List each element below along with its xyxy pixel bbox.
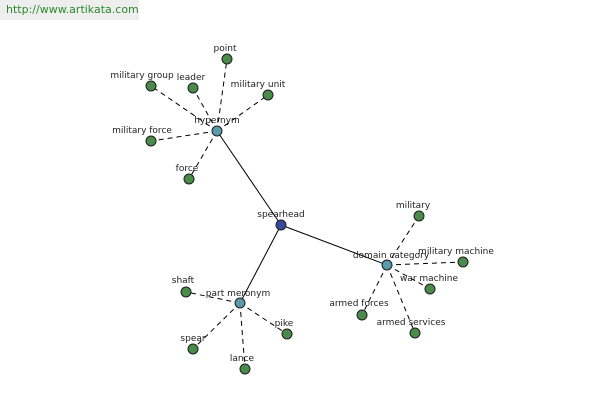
node-pike[interactable] (281, 328, 293, 340)
node-military-unit[interactable] (262, 89, 274, 101)
edge-hypernym-force (188, 130, 218, 180)
node-part-meronym-label: part meronym (206, 289, 270, 299)
node-force-label: force (176, 164, 199, 174)
node-military-machine-label: military machine (418, 247, 494, 257)
node-leader[interactable] (187, 82, 199, 94)
node-pike-label: pike (275, 319, 294, 329)
node-armed-forces[interactable] (356, 309, 368, 321)
node-point-label: point (214, 44, 237, 54)
node-part-meronym[interactable] (234, 297, 246, 309)
node-spearhead-label: spearhead (257, 210, 304, 220)
node-armed-services[interactable] (409, 327, 421, 339)
node-military[interactable] (413, 210, 425, 222)
edge-domain-category-military (386, 215, 420, 266)
node-hypernym-label: hypernym (194, 116, 240, 126)
edge-part-meronym-shaft (185, 291, 241, 304)
node-lance-label: lance (230, 354, 255, 364)
node-armed-services-label: armed services (377, 318, 446, 328)
edge-spearhead-hypernym (216, 130, 282, 226)
watermark-url: http://www.artikata.com (0, 0, 139, 20)
edge-domain-category-military-machine (386, 261, 464, 266)
node-shaft[interactable] (180, 286, 192, 298)
node-force[interactable] (183, 173, 195, 185)
node-military-label: military (396, 201, 431, 211)
edge-hypernym-military-group (150, 85, 218, 132)
graph-edges (150, 58, 464, 370)
node-domain-category-label: domain category (353, 251, 430, 261)
graph-nodes (145, 53, 469, 375)
node-war-machine-label: war machine (400, 274, 459, 284)
node-military-group[interactable] (145, 80, 157, 92)
node-armed-forces-label: armed forces (329, 299, 389, 309)
node-lance[interactable] (239, 363, 251, 375)
node-military-machine[interactable] (457, 256, 469, 268)
edge-domain-category-armed-services (386, 264, 416, 334)
edge-spearhead-domain-category (280, 224, 388, 266)
node-spear[interactable] (187, 343, 199, 355)
node-military-group-label: military group (110, 71, 174, 81)
edge-domain-category-armed-forces (361, 264, 388, 316)
node-hypernym[interactable] (211, 125, 223, 137)
node-spearhead[interactable] (275, 219, 287, 231)
edge-part-meronym-pike (239, 302, 288, 335)
edge-part-meronym-lance (239, 302, 246, 370)
edge-part-meronym-spear (192, 302, 241, 350)
edge-spearhead-part-meronym (239, 224, 282, 304)
edge-hypernym-military-force (150, 130, 218, 142)
edge-hypernym-point (216, 58, 228, 132)
node-war-machine[interactable] (424, 283, 436, 295)
node-military-force-label: military force (112, 126, 172, 136)
node-shaft-label: shaft (172, 276, 195, 286)
node-point[interactable] (221, 53, 233, 65)
node-leader-label: leader (177, 73, 206, 83)
node-domain-category[interactable] (381, 259, 393, 271)
node-military-unit-label: military unit (231, 80, 286, 90)
edge-hypernym-military-unit (216, 94, 269, 132)
node-spear-label: spear (180, 334, 205, 344)
node-military-force[interactable] (145, 135, 157, 147)
